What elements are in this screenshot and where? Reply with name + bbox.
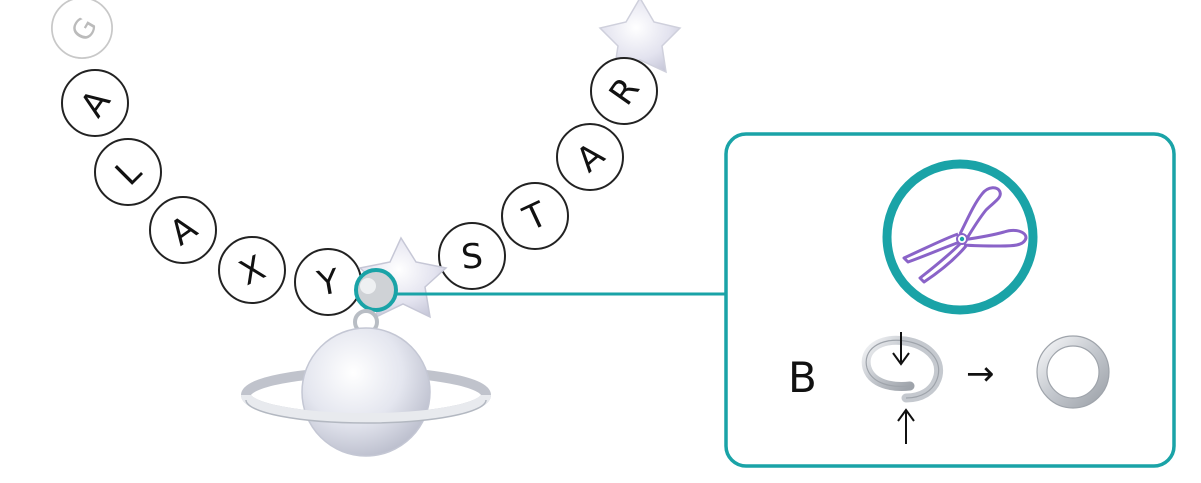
- star-bead-4: R: [591, 58, 657, 124]
- pliers-icon: [887, 164, 1033, 310]
- galaxy-bead-1: G: [52, 0, 112, 58]
- star-bead-letter: S: [460, 236, 485, 278]
- star-bead-1: S: [439, 223, 505, 289]
- instruction-inset: B →: [726, 134, 1174, 466]
- star-bead-2: T: [502, 183, 568, 249]
- galaxy-bead-3: L: [95, 139, 161, 205]
- star-bead-3: A: [557, 124, 623, 190]
- galaxy-bead-2: A: [62, 70, 128, 136]
- jump-ring-highlight: [356, 270, 396, 310]
- galaxy-bead-4: A: [150, 197, 216, 263]
- arrow-right-icon: →: [966, 354, 995, 394]
- galaxy-bead-5: X: [219, 237, 285, 303]
- galaxy-bead-6: Y: [295, 249, 361, 315]
- planet-charm: [246, 311, 486, 456]
- step-label: B: [788, 353, 817, 402]
